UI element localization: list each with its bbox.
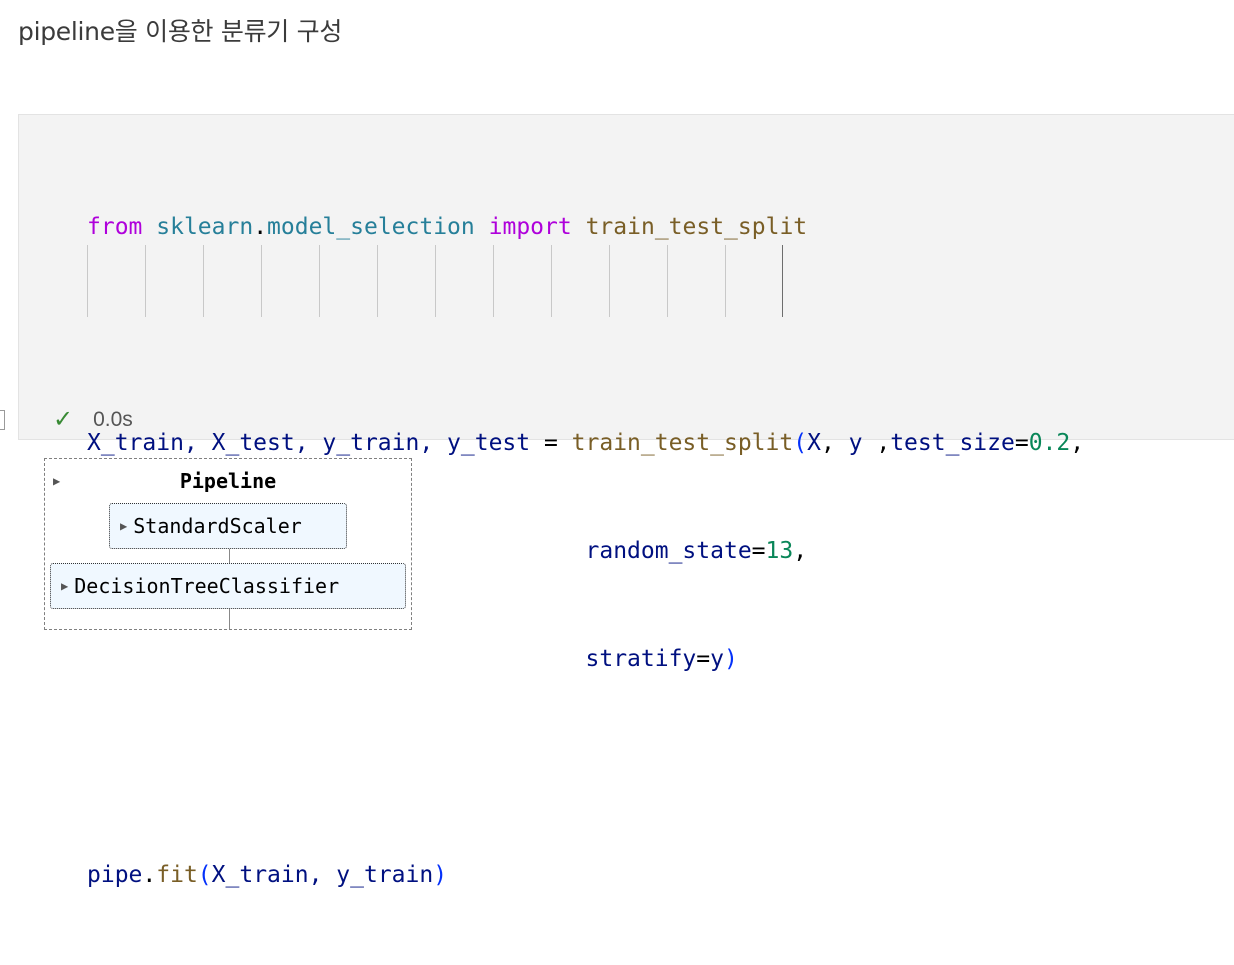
pipeline-diagram: ▶ Pipeline ▶ StandardScaler ▶ DecisionTr…: [44, 458, 412, 630]
pipeline-title[interactable]: Pipeline: [179, 469, 277, 493]
code-line-4: stratify=y): [585, 646, 738, 672]
check-icon: ✓: [53, 406, 74, 433]
pipeline-step-standardscaler[interactable]: ▶ StandardScaler: [109, 503, 347, 549]
code-line-5: pipe.fit(X_train, y_train): [87, 862, 448, 888]
expand-triangle-icon: ▶: [120, 519, 128, 533]
execution-status: ✓ 0.0s: [53, 405, 133, 434]
indent-guides: [87, 245, 787, 317]
code-line-blank: [87, 317, 1084, 353]
code-cell[interactable]: from sklearn.model_selection import trai…: [18, 114, 1234, 888]
connector-line: [229, 549, 230, 563]
code-line-blank: [87, 749, 1084, 785]
pipeline-step-decisiontreeclassifier[interactable]: ▶ DecisionTreeClassifier: [50, 563, 406, 609]
code-line-2: X_train, X_test, y_train, y_test = train…: [87, 430, 1085, 456]
markdown-heading: pipeline을 이용한 분류기 구성: [18, 17, 343, 46]
connector-line: [229, 609, 230, 629]
code-line-3: random_state=13,: [585, 538, 808, 564]
expand-triangle-icon[interactable]: ▶: [53, 474, 61, 488]
cell-bracket-icon[interactable]: [0, 410, 5, 430]
code-line-1: from sklearn.model_selection import trai…: [87, 214, 808, 240]
execution-time: 0.0s: [93, 407, 133, 431]
expand-triangle-icon: ▶: [61, 579, 69, 593]
